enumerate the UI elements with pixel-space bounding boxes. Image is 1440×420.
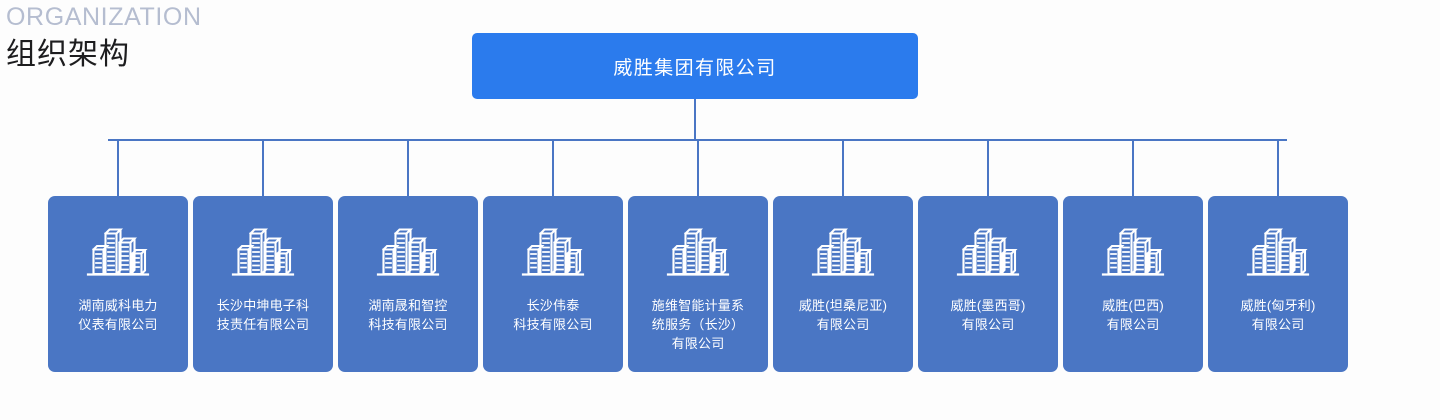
buildings-icon bbox=[376, 228, 440, 276]
connector-root-stem bbox=[694, 99, 696, 140]
buildings-icon bbox=[811, 228, 875, 276]
connector-horizontal-bus bbox=[108, 139, 1287, 141]
connector-drop-line bbox=[842, 139, 844, 196]
buildings-icon bbox=[1101, 228, 1165, 276]
buildings-icon bbox=[86, 228, 150, 276]
connector-drop-line bbox=[407, 139, 409, 196]
connector-drop-line bbox=[1277, 139, 1279, 196]
org-child-card-label: 长沙伟泰 科技有限公司 bbox=[513, 298, 593, 332]
connector-drop-line bbox=[697, 139, 699, 196]
buildings-icon bbox=[231, 228, 295, 276]
org-child-card-label: 威胜(坦桑尼亚) 有限公司 bbox=[798, 298, 888, 332]
buildings-icon bbox=[521, 228, 585, 276]
org-child-card[interactable]: 湖南威科电力 仪表有限公司 bbox=[48, 196, 188, 372]
connector-drop-line bbox=[1132, 139, 1134, 196]
connector-drop-line bbox=[552, 139, 554, 196]
buildings-icon bbox=[956, 228, 1020, 276]
page-heading: ORGANIZATION 组织架构 bbox=[6, 2, 426, 76]
page-eyebrow: ORGANIZATION bbox=[6, 3, 202, 31]
org-child-card[interactable]: 长沙中坤电子科 技责任有限公司 bbox=[193, 196, 333, 372]
org-root-node[interactable]: 威胜集团有限公司 bbox=[472, 33, 918, 99]
org-child-row: 湖南威科电力 仪表有限公司 长沙中坤电子科 技责任有限公司 湖南晟和智控 科 bbox=[48, 196, 1348, 372]
org-child-card[interactable]: 湖南晟和智控 科技有限公司 bbox=[338, 196, 478, 372]
org-child-card-label: 长沙中坤电子科 技责任有限公司 bbox=[216, 298, 310, 332]
org-child-card-label: 威胜(匈牙利) 有限公司 bbox=[1240, 298, 1316, 332]
connector-drop-line bbox=[987, 139, 989, 196]
connector-drop-line bbox=[262, 139, 264, 196]
buildings-icon bbox=[666, 228, 730, 276]
page-title: 组织架构 bbox=[6, 38, 130, 71]
org-child-card[interactable]: 威胜(坦桑尼亚) 有限公司 bbox=[773, 196, 913, 372]
org-child-card-label: 湖南威科电力 仪表有限公司 bbox=[78, 298, 158, 332]
buildings-icon bbox=[1246, 228, 1310, 276]
org-child-card-label: 施维智能计量系 统服务（长沙） 有限公司 bbox=[651, 298, 745, 351]
org-child-card-label: 威胜(巴西) 有限公司 bbox=[1102, 298, 1164, 332]
org-child-card[interactable]: 威胜(巴西) 有限公司 bbox=[1063, 196, 1203, 372]
org-child-card[interactable]: 长沙伟泰 科技有限公司 bbox=[483, 196, 623, 372]
org-child-card[interactable]: 威胜(匈牙利) 有限公司 bbox=[1208, 196, 1348, 372]
org-root-node-label: 威胜集团有限公司 bbox=[613, 57, 777, 79]
org-child-card[interactable]: 施维智能计量系 统服务（长沙） 有限公司 bbox=[628, 196, 768, 372]
org-child-card[interactable]: 威胜(墨西哥) 有限公司 bbox=[918, 196, 1058, 372]
connector-drop-line bbox=[117, 139, 119, 196]
org-child-card-label: 威胜(墨西哥) 有限公司 bbox=[950, 298, 1026, 332]
org-child-card-label: 湖南晟和智控 科技有限公司 bbox=[368, 298, 448, 332]
